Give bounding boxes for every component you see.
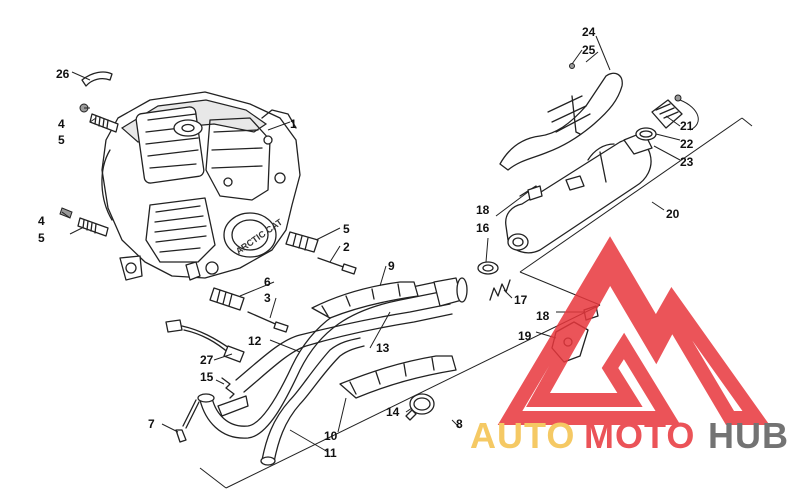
clamp-14 — [405, 393, 435, 421]
sensor-wire-27 — [165, 319, 245, 363]
callout-21: 21 — [680, 119, 694, 133]
spring-15 — [221, 377, 235, 399]
automotohub-watermark: AUTO MOTO HUB — [470, 236, 789, 456]
callout-26: 26 — [56, 67, 70, 81]
callout-15: 15 — [200, 370, 214, 384]
callout-17: 17 — [514, 293, 528, 307]
stud-and-sensor-upper-4-5 — [79, 103, 119, 133]
callout-13: 13 — [376, 341, 390, 355]
callout-19: 19 — [518, 329, 532, 343]
muffler-shield-24 — [499, 72, 623, 191]
heat-shield-upper-9 — [311, 281, 419, 319]
callout-11: 11 — [324, 446, 337, 460]
callout-1: 1 — [290, 117, 297, 131]
callout-9: 9 — [388, 259, 395, 273]
callout-22: 22 — [680, 137, 694, 151]
callout-20: 20 — [666, 207, 680, 221]
watermark-word-hub: HUB — [708, 415, 789, 456]
triangle-logo-mark — [497, 236, 770, 425]
spring-17 — [489, 279, 511, 301]
bolt-7 — [175, 399, 200, 443]
callout-18-upper: 18 — [476, 203, 490, 217]
callout-5-right: 5 — [343, 222, 350, 236]
grommet-18-upper — [527, 185, 543, 201]
callout-10: 10 — [324, 429, 338, 443]
callout-3: 3 — [264, 291, 271, 305]
heat-shield-lower-10 — [339, 355, 457, 399]
callout-2: 2 — [343, 240, 350, 254]
callout-4-lower: 4 — [38, 214, 45, 228]
callout-4-upper: 4 — [58, 117, 65, 131]
header-pipe-assembly — [197, 277, 468, 466]
callout-labels: 1 2 3 4 4 5 5 5 6 7 8 9 10 11 12 13 14 1… — [38, 25, 694, 460]
callout-18-lower: 18 — [536, 309, 550, 323]
callout-25: 25 — [582, 43, 596, 57]
callout-12: 12 — [248, 334, 262, 348]
o2-sensor-and-bolt-6-3 — [209, 287, 289, 333]
callout-27: 27 — [200, 353, 214, 367]
engine-assembly: ARCTIC CAT — [101, 91, 301, 281]
watermark-word-auto: AUTO — [470, 415, 575, 456]
oil-cap-seal-26 — [81, 71, 113, 87]
callout-14: 14 — [386, 405, 400, 419]
watermark-word-moto: MOTO — [584, 415, 695, 456]
screw-25 — [569, 63, 575, 69]
callout-5-upper: 5 — [58, 133, 65, 147]
o2-sensor-and-bolt-5-2 — [285, 231, 357, 275]
callout-6: 6 — [264, 275, 271, 289]
callout-23: 23 — [680, 155, 694, 169]
gasket-16 — [477, 261, 499, 275]
spark-arrestor-21-22-23 — [635, 94, 683, 141]
stud-and-sensor-lower-4-5 — [59, 207, 109, 237]
callout-5-lower: 5 — [38, 231, 45, 245]
callout-24: 24 — [582, 25, 596, 39]
callout-16: 16 — [476, 221, 490, 235]
callout-7: 7 — [148, 417, 155, 431]
callout-8: 8 — [456, 417, 463, 431]
